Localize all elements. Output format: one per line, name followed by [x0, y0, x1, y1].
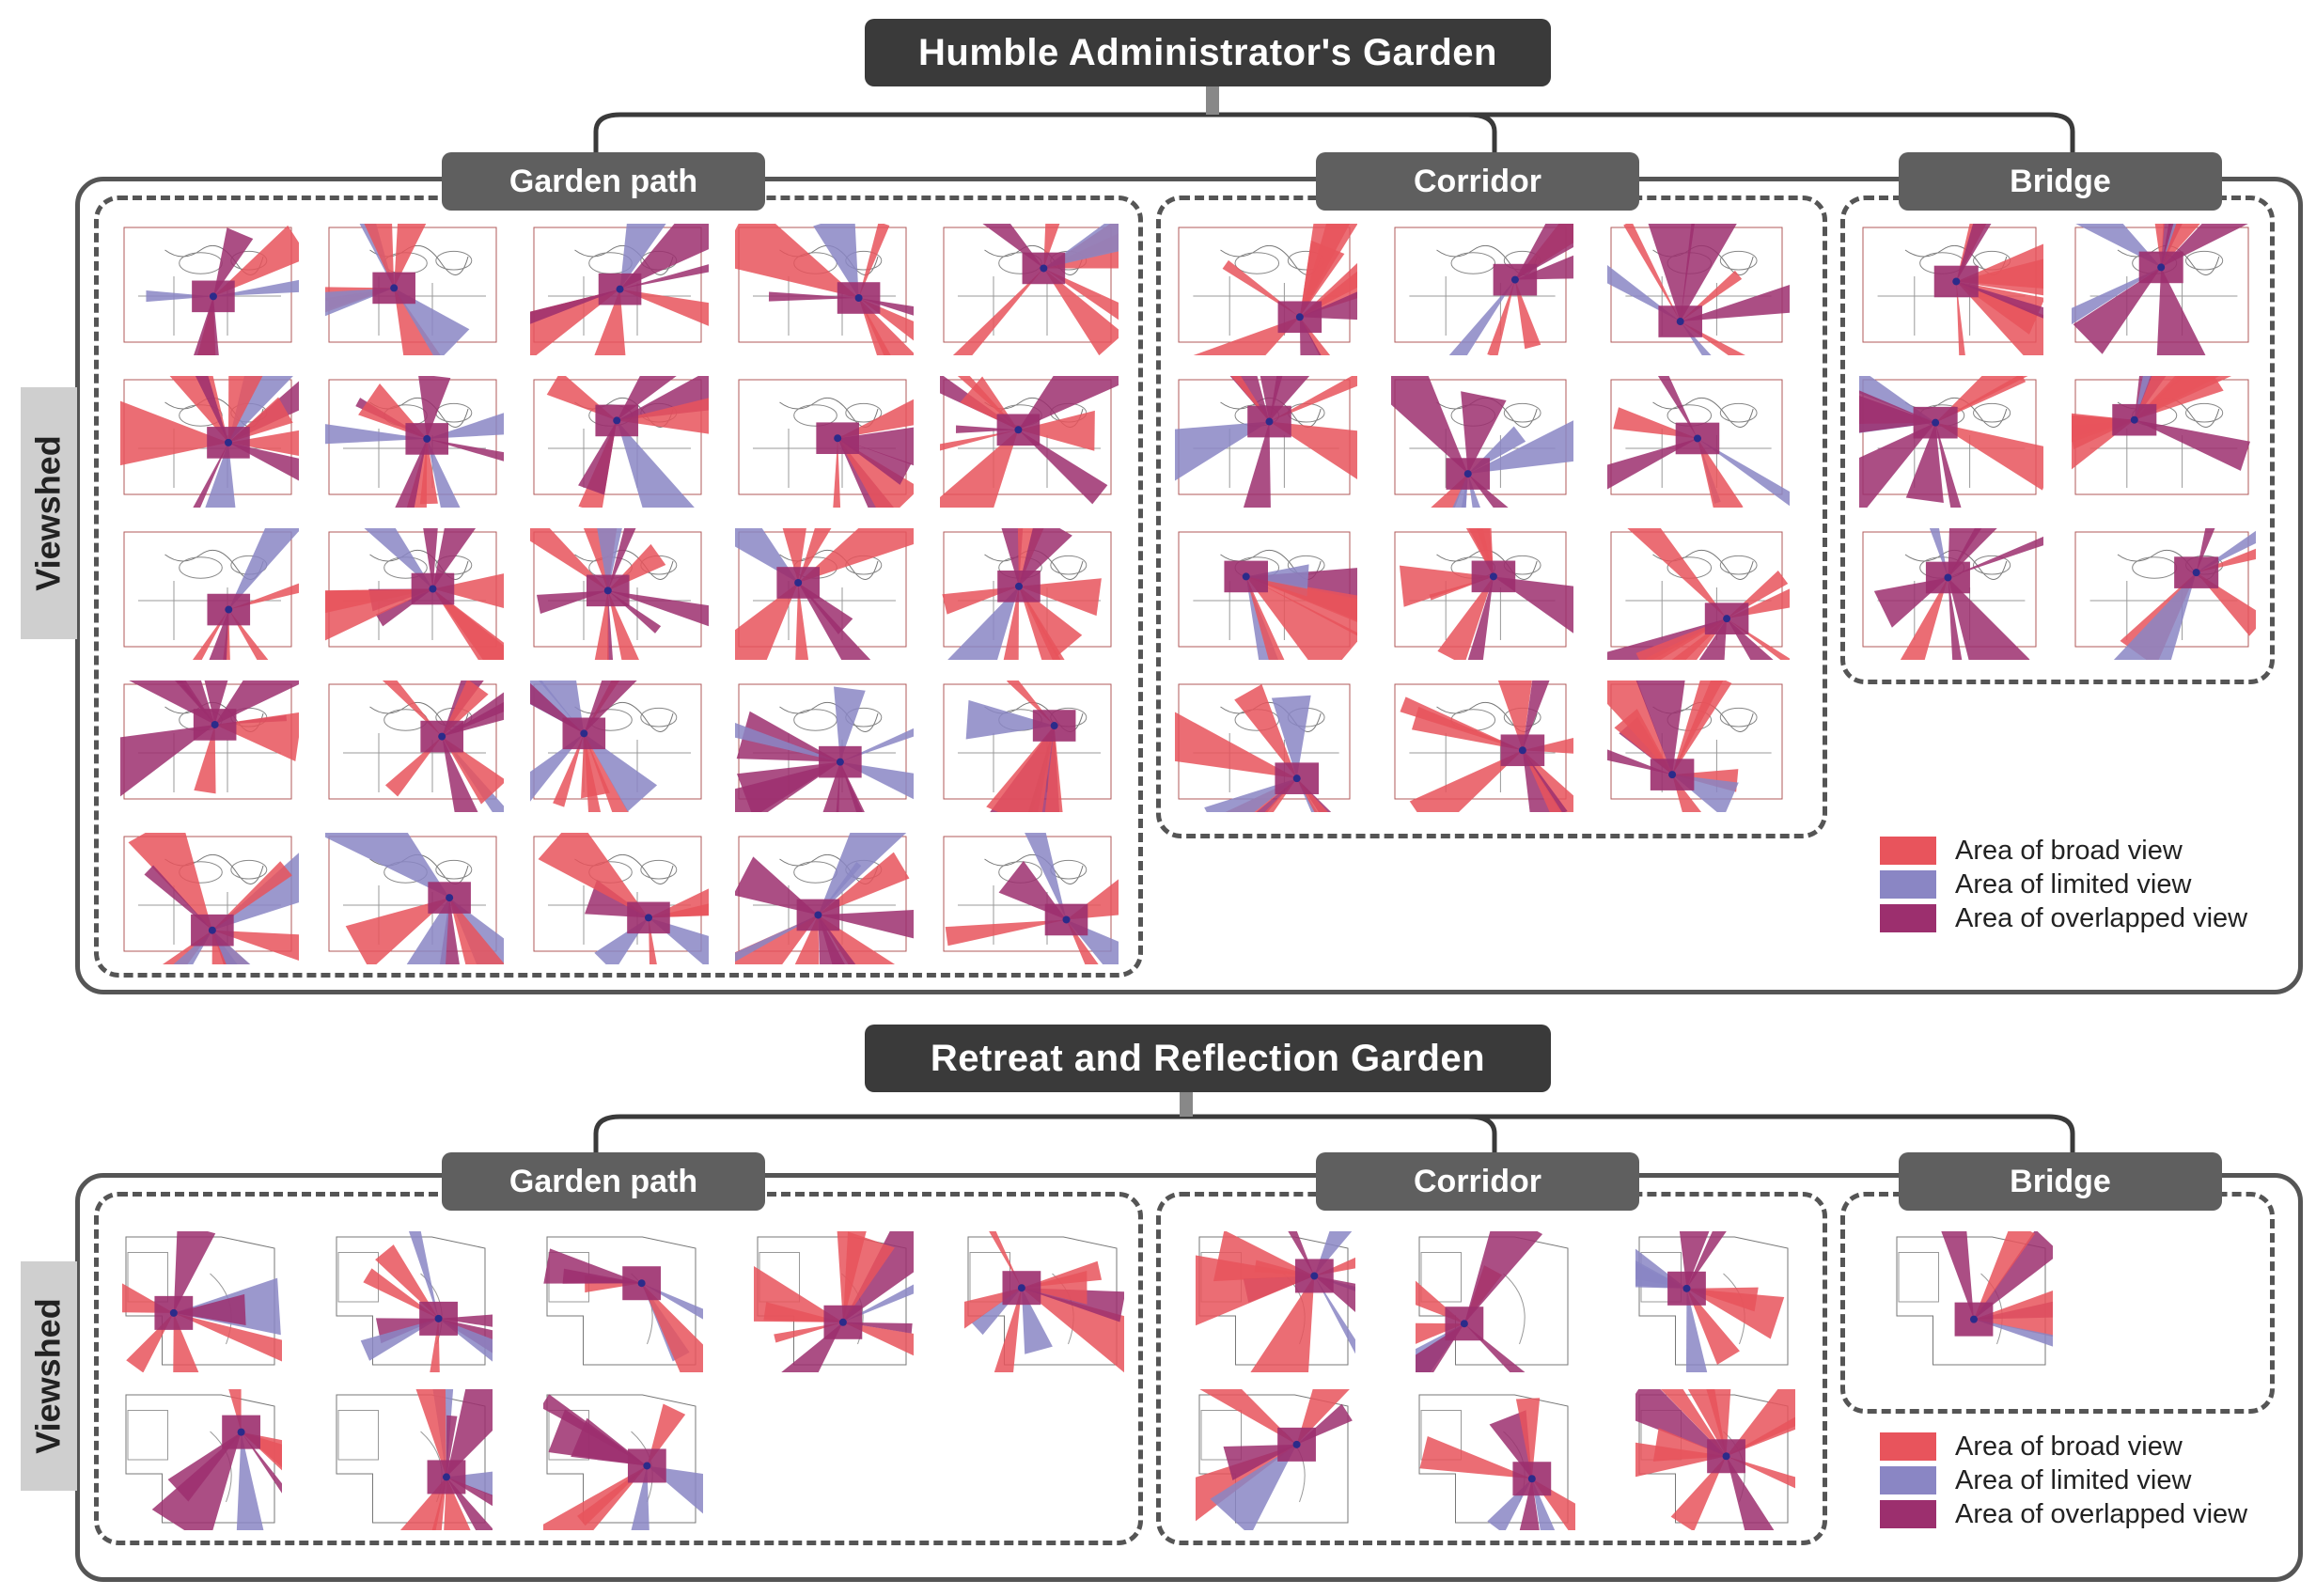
viewshed-map-thumbnail — [120, 681, 299, 812]
viewshed-map-thumbnail — [122, 1389, 282, 1530]
viewshed-map-thumbnail — [1416, 1389, 1575, 1530]
viewshed-map-thumbnail — [940, 376, 1119, 508]
viewshed-map-thumbnail — [1175, 224, 1357, 355]
legend-label-overlapped: Area of overlapped view — [1955, 902, 2248, 933]
viewshed-map-thumbnail — [325, 224, 504, 355]
viewshed-map-thumbnail — [325, 528, 504, 660]
viewshed-map-thumbnail — [1607, 681, 1790, 812]
viewshed-map-thumbnail — [120, 833, 299, 964]
section-title-retreat: Retreat and Reflection Garden — [865, 1025, 1551, 1092]
legend-item-overlapped: Area of overlapped view — [1880, 1498, 2247, 1530]
viewshed-map-thumbnail — [1175, 681, 1357, 812]
viewshed-map-thumbnail — [940, 833, 1119, 964]
viewshed-map-thumbnail — [543, 1231, 703, 1372]
legend-swatch-limited — [1880, 870, 1936, 899]
side-label-text: Viewshed — [29, 435, 69, 591]
viewshed-map-thumbnail — [333, 1389, 493, 1530]
viewshed-map-thumbnail — [325, 376, 504, 508]
side-label-viewshed-retreat: Viewshed — [21, 1261, 77, 1491]
legend-item-broad: Area of broad view — [1880, 835, 2183, 867]
legend-label-limited: Area of limited view — [1955, 1464, 2192, 1495]
viewshed-map-thumbnail — [325, 681, 504, 812]
viewshed-map-thumbnail — [1175, 528, 1357, 660]
viewshed-map-thumbnail — [122, 1231, 282, 1372]
side-label-text: Viewshed — [29, 1298, 69, 1454]
viewshed-map-thumbnail — [1859, 376, 2043, 508]
legend-swatch-broad — [1880, 1432, 1936, 1461]
viewshed-map-thumbnail — [333, 1231, 493, 1372]
viewshed-map-thumbnail — [940, 528, 1119, 660]
legend-label-overlapped: Area of overlapped view — [1955, 1498, 2248, 1529]
viewshed-map-thumbnail — [735, 376, 914, 508]
viewshed-map-thumbnail — [530, 376, 709, 508]
viewshed-map-thumbnail — [735, 528, 914, 660]
legend-swatch-limited — [1880, 1466, 1936, 1494]
legend-item-limited: Area of limited view — [1880, 1464, 2191, 1496]
legend-swatch-overlapped — [1880, 1500, 1936, 1528]
legend-item-broad: Area of broad view — [1880, 1431, 2183, 1463]
viewshed-map-thumbnail — [1893, 1231, 2053, 1372]
tab-garden-path-humble: Garden path — [442, 152, 765, 211]
viewshed-map-thumbnail — [1607, 224, 1790, 355]
side-label-viewshed-humble: Viewshed — [21, 387, 77, 639]
tab-corridor-retreat: Corridor — [1316, 1152, 1639, 1211]
viewshed-map-thumbnail — [964, 1231, 1124, 1372]
viewshed-map-thumbnail — [120, 224, 299, 355]
tab-garden-path-retreat: Garden path — [442, 1152, 765, 1211]
legend-swatch-broad — [1880, 837, 1936, 865]
viewshed-map-thumbnail — [754, 1231, 914, 1372]
viewshed-map-thumbnail — [1196, 1389, 1355, 1530]
viewshed-map-thumbnail — [120, 376, 299, 508]
section-title-humble: Humble Administrator's Garden — [865, 19, 1551, 86]
legend-label-limited: Area of limited view — [1955, 868, 2192, 900]
viewshed-map-thumbnail — [120, 528, 299, 660]
viewshed-map-thumbnail — [2072, 224, 2256, 355]
viewshed-map-thumbnail — [1391, 528, 1573, 660]
viewshed-map-thumbnail — [1391, 224, 1573, 355]
viewshed-map-thumbnail — [735, 833, 914, 964]
viewshed-map-thumbnail — [940, 224, 1119, 355]
viewshed-map-thumbnail — [1635, 1231, 1795, 1372]
viewshed-map-thumbnail — [735, 224, 914, 355]
viewshed-map-thumbnail — [1391, 681, 1573, 812]
viewshed-map-thumbnail — [325, 833, 504, 964]
legend-label-broad: Area of broad view — [1955, 835, 2183, 866]
legend-item-limited: Area of limited view — [1880, 868, 2191, 900]
viewshed-map-thumbnail — [1607, 376, 1790, 508]
viewshed-map-thumbnail — [1196, 1231, 1355, 1372]
viewshed-map-thumbnail — [1416, 1231, 1575, 1372]
viewshed-map-thumbnail — [543, 1389, 703, 1530]
tab-bridge-retreat: Bridge — [1899, 1152, 2222, 1211]
legend-label-broad: Area of broad view — [1955, 1431, 2183, 1462]
viewshed-map-thumbnail — [1859, 528, 2043, 660]
viewshed-map-thumbnail — [2072, 528, 2256, 660]
viewshed-map-thumbnail — [1607, 528, 1790, 660]
viewshed-map-thumbnail — [2072, 376, 2256, 508]
viewshed-map-thumbnail — [530, 224, 709, 355]
legend-swatch-overlapped — [1880, 904, 1936, 932]
viewshed-map-thumbnail — [940, 681, 1119, 812]
viewshed-map-thumbnail — [1391, 376, 1573, 508]
tab-bridge-humble: Bridge — [1899, 152, 2222, 211]
viewshed-map-thumbnail — [735, 681, 914, 812]
viewshed-map-thumbnail — [530, 681, 709, 812]
viewshed-map-thumbnail — [1635, 1389, 1795, 1530]
legend-item-overlapped: Area of overlapped view — [1880, 902, 2247, 934]
viewshed-map-thumbnail — [1175, 376, 1357, 508]
viewshed-map-thumbnail — [530, 833, 709, 964]
viewshed-map-thumbnail — [530, 528, 709, 660]
viewshed-map-thumbnail — [1859, 224, 2043, 355]
tab-corridor-humble: Corridor — [1316, 152, 1639, 211]
